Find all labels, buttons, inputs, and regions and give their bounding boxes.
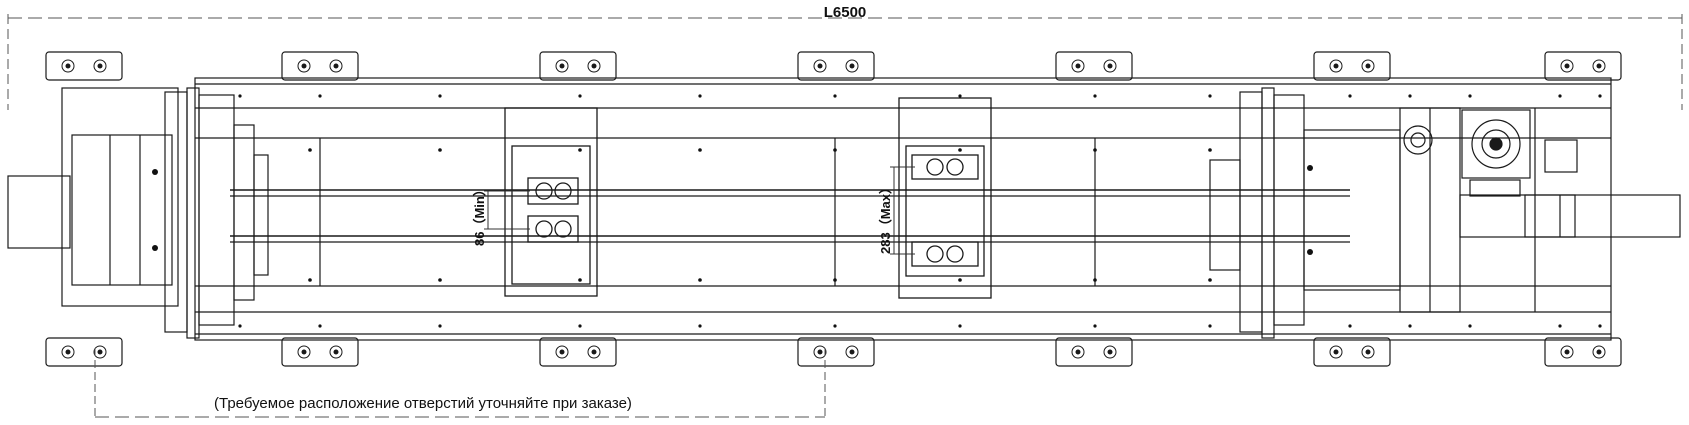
max-gap-label: 283（Max）	[878, 181, 893, 254]
mounting-bracket-icon	[281, 51, 359, 81]
mounting-bracket-icon	[1544, 51, 1622, 81]
main-frame	[194, 77, 1612, 341]
left-end-unit	[7, 87, 269, 339]
right-end-unit	[1209, 87, 1681, 339]
mounting-bracket-icon	[539, 337, 617, 367]
clamp-pin-icon	[1307, 165, 1313, 255]
hole-position-dimension	[94, 348, 826, 420]
mounting-bracket-icon	[797, 337, 875, 367]
hole-position-note: (Требуемое расположение отверстий уточня…	[214, 395, 632, 412]
mounting-bracket-icon	[281, 337, 359, 367]
mounting-bracket-icon	[539, 51, 617, 81]
mounting-bracket-icon	[1313, 51, 1391, 81]
overall-length-label: L6500	[824, 4, 867, 21]
gap-dimension-lines	[484, 166, 915, 255]
mounting-bracket-icon	[1055, 51, 1133, 81]
mounting-bracket-icon	[45, 337, 123, 367]
carriage-left	[504, 107, 598, 297]
mounting-bracket-icon	[45, 51, 123, 81]
min-gap-label: 86（Min）	[472, 183, 487, 246]
clamp-pin-icon	[152, 169, 158, 251]
bolt-icon	[238, 94, 1602, 328]
overall-dimension	[7, 14, 1683, 110]
mounting-bracket-icon	[1313, 337, 1391, 367]
servo-motor-icon	[1403, 109, 1531, 197]
carriage-right	[898, 97, 992, 299]
mounting-bracket-icon	[1055, 337, 1133, 367]
mounting-bracket-icon	[1544, 337, 1622, 367]
mounting-bracket-icon	[797, 51, 875, 81]
mounting-brackets	[45, 51, 1622, 367]
